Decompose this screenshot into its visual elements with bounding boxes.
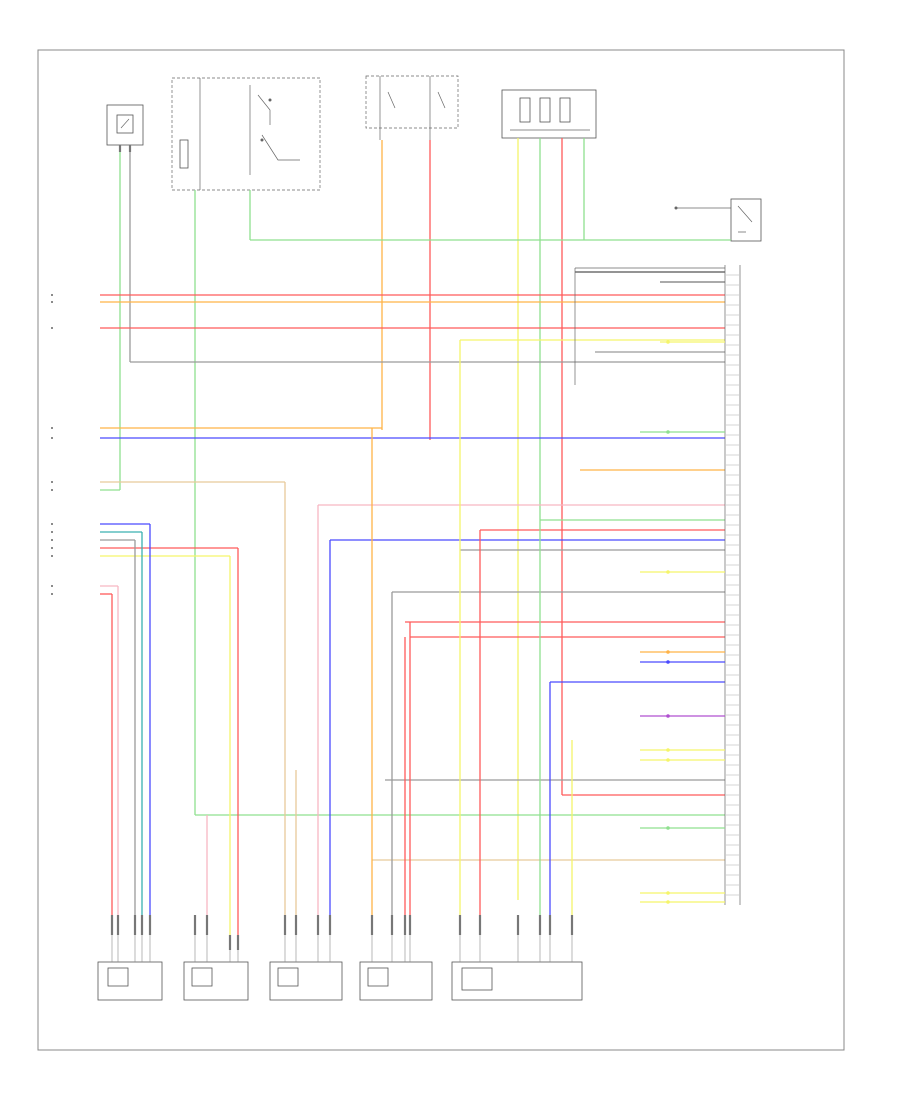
fuse-relay-block (171, 77, 321, 191)
sensor-5 (451, 961, 583, 1001)
diagram-frame (37, 49, 845, 1051)
sensor-3 (269, 961, 343, 1001)
sensor-1 (97, 961, 163, 1001)
sensor-4 (359, 961, 433, 1001)
fuse-block-2 (365, 75, 459, 140)
ecm-pin-ticks (726, 274, 739, 896)
sensor-leads (111, 935, 573, 962)
bottom-connector-pins (110, 915, 574, 950)
left-edge-markers (51, 294, 53, 595)
top-right-relay (674, 198, 762, 242)
power-distribution-box (501, 89, 597, 139)
ecm-stub-wires (640, 340, 725, 904)
ecm-connector (574, 265, 741, 905)
upstream-oxygen-sensor (106, 104, 144, 152)
sensor-2 (183, 961, 249, 1001)
